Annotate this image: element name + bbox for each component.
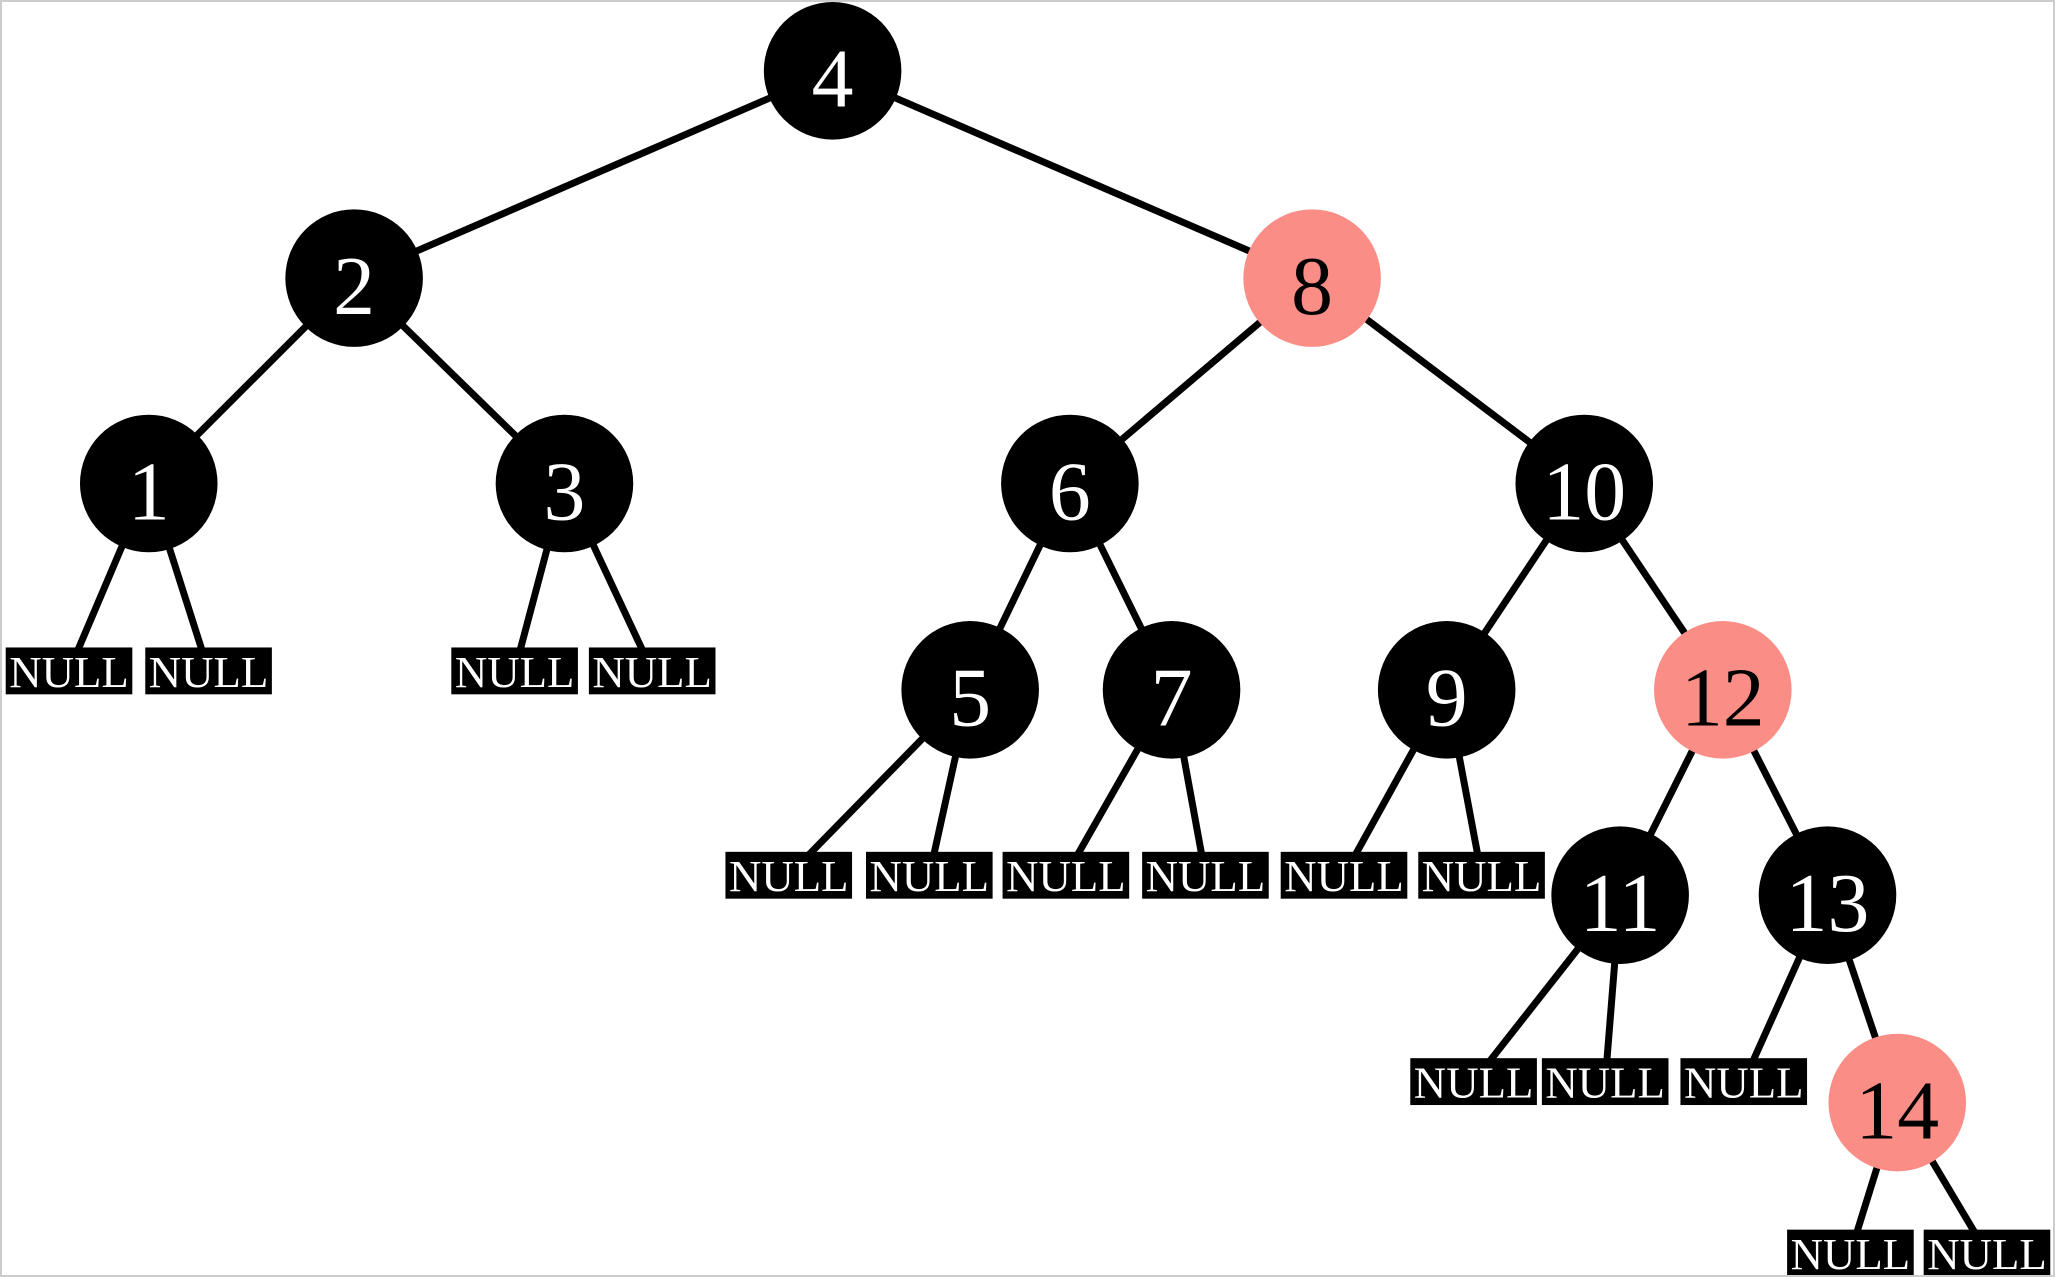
- black-node-circle: [495, 414, 634, 553]
- black-node-circle: [763, 2, 902, 140]
- node-label: 13: [1786, 857, 1870, 950]
- node-label: 11: [1580, 857, 1661, 950]
- black-node-circle: [1515, 414, 1654, 553]
- black-node-circle: [79, 414, 218, 553]
- null-leaf-4: NULL: [725, 851, 853, 901]
- black-node-circle: [1758, 826, 1897, 964]
- tree-node-4: 4: [763, 2, 902, 140]
- null-leaf-2: NULL: [451, 647, 578, 697]
- black-node-circle: [1001, 414, 1139, 553]
- red-node-circle: [1654, 621, 1792, 759]
- red-node-circle: [1243, 209, 1381, 347]
- null-box: [145, 647, 272, 695]
- node-label: 12: [1681, 652, 1765, 745]
- tree-edge-4-2: [352, 67, 834, 282]
- null-label: NULL: [1006, 851, 1126, 901]
- null-label: NULL: [1684, 1058, 1804, 1108]
- null-leaf-14: NULL: [1923, 1229, 2051, 1275]
- null-leaf-7: NULL: [1142, 851, 1269, 901]
- null-label: NULL: [870, 851, 990, 901]
- black-node-circle: [901, 621, 1039, 759]
- null-leaf-11: NULL: [1541, 1058, 1669, 1108]
- node-label: 5: [949, 652, 991, 745]
- null-leaf-10: NULL: [1410, 1058, 1537, 1108]
- null-label: NULL: [1545, 1058, 1665, 1108]
- null-label: NULL: [1414, 1058, 1534, 1108]
- tree-node-2: 2: [285, 209, 423, 347]
- tree-node-1: 1: [79, 414, 218, 553]
- black-node-circle: [1551, 826, 1689, 964]
- null-leaf-13: NULL: [1787, 1229, 1914, 1275]
- tree-node-7: 7: [1102, 621, 1241, 759]
- null-box: [5, 647, 133, 695]
- black-node-circle: [1102, 621, 1241, 759]
- node-label: 6: [1049, 445, 1091, 538]
- null-leaf-12: NULL: [1680, 1058, 1808, 1108]
- tree-node-10: 10: [1515, 414, 1654, 553]
- null-box: [1923, 1229, 2051, 1275]
- null-label: NULL: [149, 647, 269, 697]
- null-leaf-5: NULL: [866, 851, 993, 901]
- tree-node-3: 3: [495, 414, 634, 553]
- red-node-circle: [1828, 1033, 1967, 1172]
- null-box: [1787, 1229, 1914, 1275]
- null-box: [1280, 851, 1408, 899]
- null-box: [1541, 1058, 1669, 1106]
- null-box: [1002, 851, 1130, 899]
- null-leaf-0: NULL: [5, 647, 133, 697]
- null-box: [1142, 851, 1269, 899]
- null-label: NULL: [1284, 851, 1404, 901]
- node-label: 9: [1426, 652, 1468, 745]
- null-box: [1680, 1058, 1808, 1106]
- null-leaf-3: NULL: [588, 647, 716, 697]
- null-label: NULL: [1791, 1229, 1911, 1275]
- null-box: [725, 851, 853, 899]
- node-label: 2: [333, 240, 375, 333]
- null-leaf-9: NULL: [1418, 851, 1545, 901]
- null-box: [451, 647, 578, 695]
- null-box: [866, 851, 993, 899]
- node-label: 4: [812, 33, 854, 126]
- black-node-circle: [1377, 621, 1516, 759]
- black-node-circle: [285, 209, 423, 347]
- null-label: NULL: [1927, 1229, 2047, 1275]
- tree-node-6: 6: [1001, 414, 1139, 553]
- node-label: 7: [1151, 652, 1193, 745]
- tree-node-11: 11: [1551, 826, 1689, 964]
- null-leaf-6: NULL: [1002, 851, 1130, 901]
- null-box: [1418, 851, 1545, 899]
- tree-node-14: 14: [1828, 1033, 1967, 1172]
- null-label: NULL: [592, 647, 712, 697]
- node-label: 3: [544, 445, 586, 538]
- null-box: [588, 647, 716, 695]
- node-label: 10: [1542, 445, 1626, 538]
- null-leaf-1: NULL: [145, 647, 272, 697]
- null-label: NULL: [9, 647, 129, 697]
- null-leaf-8: NULL: [1280, 851, 1408, 901]
- tree-node-5: 5: [901, 621, 1039, 759]
- tree-edge-4-8: [831, 67, 1314, 282]
- null-label: NULL: [455, 647, 575, 697]
- node-label: 8: [1291, 240, 1333, 333]
- tree-node-8: 8: [1243, 209, 1381, 347]
- null-label: NULL: [1422, 851, 1542, 901]
- tree-node-13: 13: [1758, 826, 1897, 964]
- tree-node-9: 9: [1377, 621, 1516, 759]
- null-box: [1410, 1058, 1537, 1106]
- tree-node-12: 12: [1654, 621, 1792, 759]
- node-label: 1: [128, 445, 170, 538]
- null-label: NULL: [729, 851, 849, 901]
- node-label: 14: [1855, 1064, 1939, 1157]
- null-label: NULL: [1146, 851, 1266, 901]
